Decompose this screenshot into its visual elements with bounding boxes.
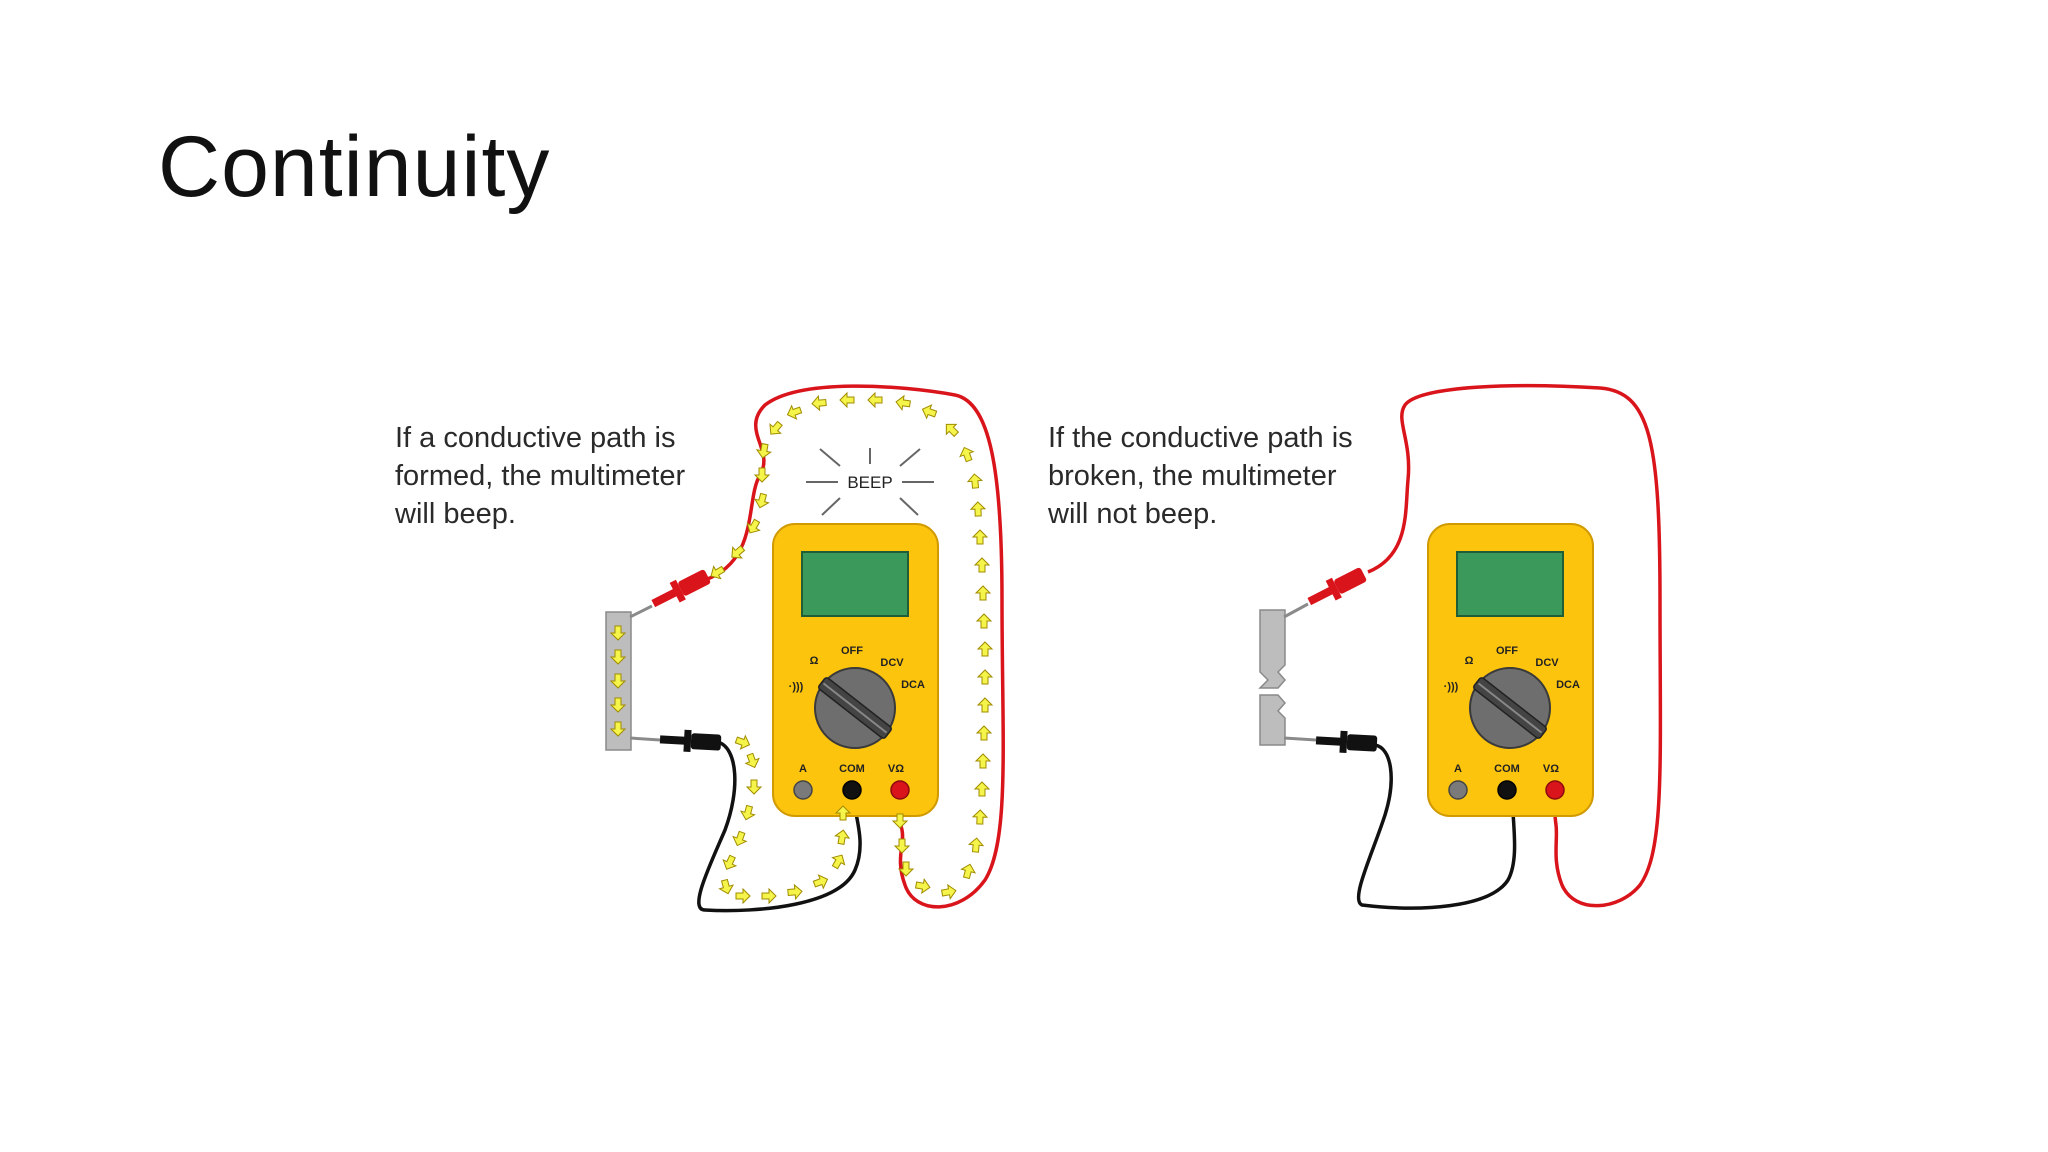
black-probe bbox=[1283, 730, 1378, 754]
jack-label-com: COM bbox=[1494, 763, 1520, 775]
dial-label-dca: DCA bbox=[901, 679, 925, 691]
caption-formed-line-2: formed, the multimeter bbox=[395, 460, 685, 492]
continuity-symbol-icon: ·))) bbox=[1444, 681, 1459, 693]
red-probe bbox=[629, 569, 711, 619]
red-probe bbox=[1283, 567, 1367, 619]
jack-com bbox=[842, 780, 862, 800]
dial-label-dcv: DCV bbox=[880, 657, 904, 669]
meter-display bbox=[801, 551, 909, 617]
jack-label-a: A bbox=[799, 763, 807, 775]
dial-label-ohm: Ω bbox=[810, 655, 819, 667]
jack-label-com: COM bbox=[839, 763, 865, 775]
jack-com bbox=[1497, 780, 1517, 800]
jack-a bbox=[1448, 780, 1468, 800]
dial-label-dca: DCA bbox=[1556, 679, 1580, 691]
black-wire bbox=[1356, 743, 1517, 910]
beep-indicator: BEEP bbox=[806, 448, 934, 516]
broken-conductor bbox=[1258, 609, 1286, 746]
caption-broken-line-2: broken, the multimeter bbox=[1048, 460, 1337, 492]
slide-title: Continuity bbox=[158, 119, 551, 215]
black-wire bbox=[697, 740, 862, 913]
dial-label-ohm: Ω bbox=[1465, 655, 1474, 667]
jack-a bbox=[793, 780, 813, 800]
continuity-symbol-icon: ·))) bbox=[789, 681, 804, 693]
jack-label-a: A bbox=[1454, 763, 1462, 775]
panel-continuity-broken: If the conductive path is broken, the mu… bbox=[1047, 383, 1663, 910]
jack-vohm bbox=[890, 780, 910, 800]
black-probe bbox=[629, 729, 722, 753]
multimeter-left: OFF Ω DCV DCA ·))) A COM VΩ bbox=[772, 523, 939, 817]
red-wire bbox=[1367, 383, 1663, 908]
panel-continuity-formed: If a conductive path is formed, the mult… bbox=[394, 384, 1005, 913]
jack-label-vohm: VΩ bbox=[888, 763, 904, 775]
selector-knob bbox=[818, 677, 892, 739]
multimeter-right: OFF Ω DCV DCA ·))) A COM VΩ bbox=[1427, 523, 1594, 817]
dial-label-off: OFF bbox=[841, 645, 863, 657]
caption-broken-line-3: will not beep. bbox=[1047, 498, 1217, 530]
beep-burst-icon bbox=[806, 448, 934, 516]
caption-broken-line-1: If the conductive path is bbox=[1048, 422, 1353, 454]
caption-formed-line-1: If a conductive path is bbox=[395, 422, 676, 454]
beep-label: BEEP bbox=[847, 473, 892, 492]
meter-display bbox=[1456, 551, 1564, 617]
selector-knob bbox=[1473, 677, 1547, 739]
jack-label-vohm: VΩ bbox=[1543, 763, 1559, 775]
dial-label-off: OFF bbox=[1496, 645, 1518, 657]
dial-label-dcv: DCV bbox=[1535, 657, 1559, 669]
caption-formed-line-3: will beep. bbox=[394, 498, 516, 530]
jack-vohm bbox=[1545, 780, 1565, 800]
